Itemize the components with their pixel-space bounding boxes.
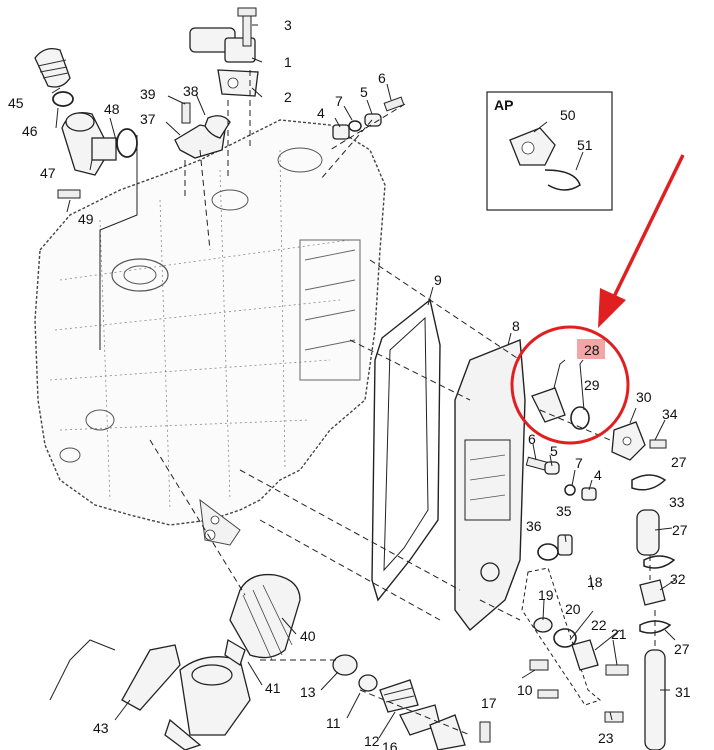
red-annotation bbox=[510, 154, 685, 445]
oil-filter-40 bbox=[229, 573, 301, 661]
callout-45: 45 bbox=[8, 95, 24, 111]
callout-34: 34 bbox=[662, 406, 678, 422]
callout-40: 40 bbox=[300, 628, 316, 644]
callout-labels: 1 2 3 4 7 5 6 39 38 37 48 45 46 47 49 AP… bbox=[8, 17, 691, 750]
callout-22: 22 bbox=[591, 617, 607, 633]
callout-10: 10 bbox=[517, 682, 533, 698]
callout-36: 36 bbox=[526, 518, 542, 534]
fitting-28 bbox=[531, 387, 646, 461]
callout-13: 13 bbox=[300, 684, 316, 700]
callout-35: 35 bbox=[556, 503, 572, 519]
small-parts-bottom bbox=[332, 654, 491, 750]
leader-lines bbox=[49, 24, 676, 739]
callout-16: 16 bbox=[382, 739, 398, 750]
callout-33: 33 bbox=[669, 494, 685, 510]
callout-17: 17 bbox=[481, 695, 497, 711]
callout-49: 49 bbox=[78, 211, 94, 227]
callout-12: 12 bbox=[364, 733, 380, 749]
inset-ap bbox=[486, 91, 613, 211]
hose-fitting-45 bbox=[34, 47, 74, 107]
callout-27b: 27 bbox=[672, 522, 688, 538]
callout-3: 3 bbox=[284, 17, 292, 33]
callout-9: 9 bbox=[434, 272, 442, 288]
callout-27a: 27 bbox=[671, 454, 687, 470]
callout-30: 30 bbox=[636, 389, 652, 405]
callout-1: 1 bbox=[284, 54, 292, 70]
engine-block bbox=[34, 119, 386, 546]
callout-20: 20 bbox=[565, 601, 581, 617]
callout-19: 19 bbox=[538, 587, 554, 603]
callout-37: 37 bbox=[140, 111, 156, 127]
callout-43: 43 bbox=[93, 720, 109, 736]
red-highlight-circle bbox=[510, 325, 630, 445]
callout-51: 51 bbox=[577, 137, 593, 153]
callout-31: 31 bbox=[675, 684, 691, 700]
small-fittings-top bbox=[332, 96, 405, 140]
red-arrow-shaft bbox=[608, 154, 685, 306]
callout-32: 32 bbox=[670, 571, 686, 587]
callout-11: 11 bbox=[326, 715, 341, 731]
callout-23: 23 bbox=[598, 730, 614, 746]
callout-47: 47 bbox=[40, 165, 56, 181]
callout-48: 48 bbox=[104, 101, 120, 117]
callout-5: 5 bbox=[360, 84, 368, 100]
callout-41: 41 bbox=[265, 680, 281, 696]
callout-28: 28 bbox=[584, 342, 600, 358]
callout-18: 18 bbox=[587, 574, 603, 590]
callout-4b: 4 bbox=[594, 467, 602, 483]
inset-label-ap: AP bbox=[494, 97, 513, 113]
callout-50: 50 bbox=[560, 107, 576, 123]
callout-39: 39 bbox=[140, 86, 156, 102]
callout-6: 6 bbox=[378, 70, 386, 86]
callout-2: 2 bbox=[284, 89, 292, 105]
callout-4: 4 bbox=[317, 105, 325, 121]
callout-7: 7 bbox=[335, 93, 343, 109]
thermostat-housing-47 bbox=[57, 111, 138, 199]
small-fittings-right bbox=[525, 439, 676, 699]
callout-21: 21 bbox=[611, 626, 627, 642]
dashed-assembly-lines bbox=[149, 70, 656, 736]
highlight-28-box bbox=[577, 339, 605, 359]
cover-plate-8 bbox=[454, 338, 526, 632]
callout-29: 29 bbox=[584, 377, 600, 393]
hose-31 bbox=[636, 509, 666, 750]
callout-27c: 27 bbox=[674, 641, 690, 657]
callout-6b: 6 bbox=[528, 431, 536, 447]
gasket-9 bbox=[371, 298, 441, 602]
valve-assembly-1 bbox=[189, 7, 259, 97]
callout-46: 46 bbox=[22, 123, 38, 139]
callout-5b: 5 bbox=[550, 443, 558, 459]
callout-8: 8 bbox=[512, 318, 520, 334]
red-arrow-head-icon bbox=[598, 288, 626, 328]
callout-38: 38 bbox=[183, 83, 199, 99]
bracket-37 bbox=[174, 102, 231, 159]
filter-housing-41 bbox=[121, 638, 251, 750]
callout-7b: 7 bbox=[575, 455, 583, 471]
